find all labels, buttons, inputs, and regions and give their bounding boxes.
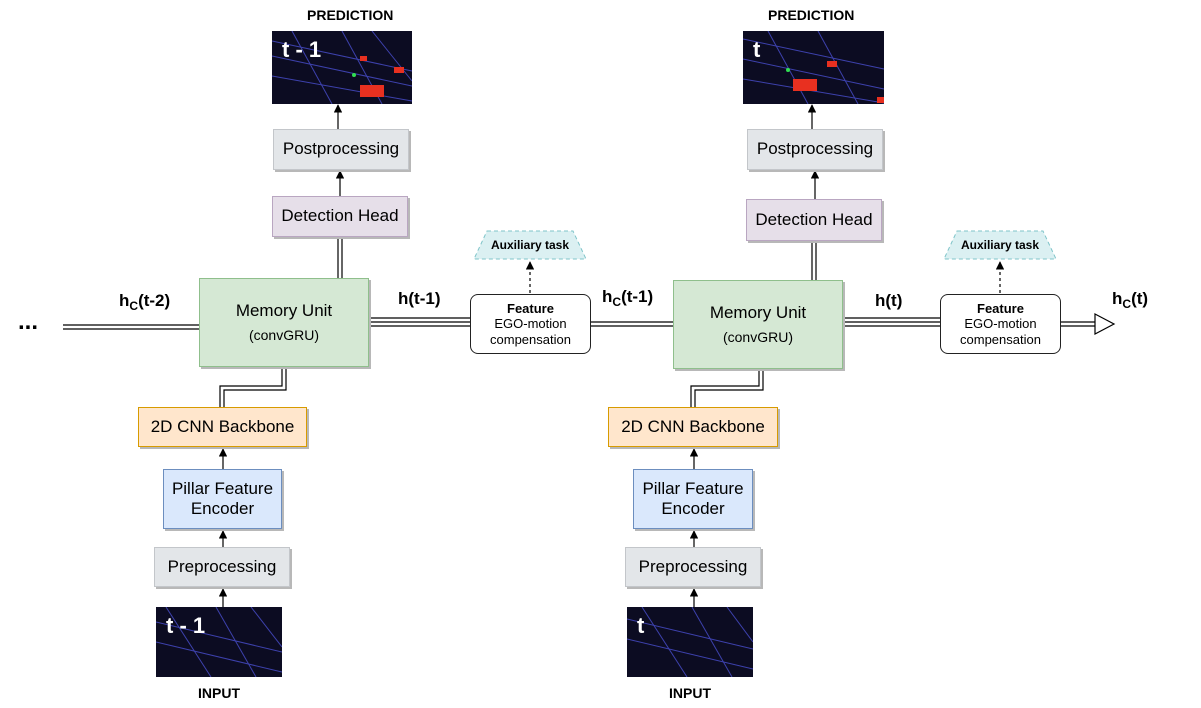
preprocessing-box-right[interactable]: Preprocessing bbox=[625, 547, 761, 587]
feature-egomotion-box-2[interactable]: Feature EGO-motion compensation bbox=[940, 294, 1061, 354]
input-label-right: INPUT bbox=[669, 685, 711, 701]
lidar-bev-image bbox=[156, 607, 282, 677]
aux-label: Auxiliary task bbox=[960, 238, 1040, 252]
memory-unit-title: Memory Unit bbox=[709, 303, 807, 323]
label-hc-t-minus-2: hC(t-2) bbox=[119, 291, 171, 313]
label-h-t-minus-1: h(t-1) bbox=[398, 289, 441, 308]
prediction-label-left: PREDICTION bbox=[307, 7, 394, 23]
input-image-right: t bbox=[627, 607, 753, 677]
memory-unit-box-right[interactable]: Memory Unit (convGRU) bbox=[673, 280, 843, 369]
frame-label: t - 1 bbox=[282, 37, 322, 62]
auxiliary-task-2[interactable]: Auxiliary task bbox=[943, 230, 1057, 260]
pfe-line2: Encoder bbox=[190, 499, 255, 518]
memory-unit-title: Memory Unit bbox=[235, 301, 333, 321]
pfe-line1: Pillar Feature bbox=[171, 478, 274, 498]
pfe-box-right[interactable]: Pillar Feature Encoder bbox=[633, 469, 753, 529]
frame-label: t - 1 bbox=[166, 613, 206, 638]
preprocessing-box-left[interactable]: Preprocessing bbox=[154, 547, 290, 587]
lidar-bev-image bbox=[272, 31, 412, 104]
aux-label: Auxiliary task bbox=[490, 238, 570, 252]
feature-line1: EGO-motion bbox=[494, 316, 567, 332]
hollow-arrow-head bbox=[1094, 313, 1116, 335]
feature-egomotion-box-1[interactable]: Feature EGO-motion compensation bbox=[470, 294, 591, 354]
label-h-t: h(t) bbox=[875, 291, 903, 310]
memory-unit-subtitle: (convGRU) bbox=[722, 328, 793, 345]
detection-head-box-left[interactable]: Detection Head bbox=[272, 196, 408, 237]
pfe-line2: Encoder bbox=[661, 499, 725, 518]
label-hc-t-minus-1: hC(t-1) bbox=[602, 287, 654, 309]
pfe-line1: Pillar Feature bbox=[642, 478, 744, 498]
aux-shape bbox=[473, 230, 587, 260]
detection-head-box-right[interactable]: Detection Head bbox=[746, 199, 882, 241]
backbone-box-left[interactable]: 2D CNN Backbone bbox=[138, 407, 307, 447]
feature-title: Feature bbox=[977, 300, 1024, 316]
dbl-backbone-memory-r bbox=[690, 370, 760, 407]
dbl-backbone-memory bbox=[219, 368, 283, 407]
prediction-image-left: t - 1 bbox=[272, 31, 412, 104]
lidar-bev-image bbox=[627, 607, 753, 677]
label-hc-t: hC(t) bbox=[1112, 289, 1149, 311]
pfe-box-left[interactable]: Pillar Feature Encoder bbox=[163, 469, 282, 529]
feature-line2: compensation bbox=[960, 331, 1041, 347]
memory-unit-box-left[interactable]: Memory Unit (convGRU) bbox=[199, 278, 369, 367]
postprocessing-box-left[interactable]: Postprocessing bbox=[273, 129, 409, 170]
memory-unit-subtitle: (convGRU) bbox=[248, 326, 319, 343]
input-label-left: INPUT bbox=[198, 685, 240, 701]
prediction-label-right: PREDICTION bbox=[768, 7, 855, 23]
feature-line2: compensation bbox=[490, 331, 571, 347]
input-image-left: t - 1 bbox=[156, 607, 282, 677]
prediction-image-right: t bbox=[743, 31, 884, 104]
backbone-box-right[interactable]: 2D CNN Backbone bbox=[608, 407, 778, 447]
feature-line1: EGO-motion bbox=[964, 316, 1037, 332]
feature-title: Feature bbox=[507, 300, 554, 316]
frame-label: t bbox=[753, 37, 761, 62]
auxiliary-task-1[interactable]: Auxiliary task bbox=[473, 230, 587, 260]
frame-label: t bbox=[637, 613, 645, 638]
aux-shape bbox=[943, 230, 1057, 260]
ellipsis: ... bbox=[18, 308, 39, 335]
postprocessing-box-right[interactable]: Postprocessing bbox=[747, 129, 883, 170]
lidar-bev-image bbox=[743, 31, 884, 104]
